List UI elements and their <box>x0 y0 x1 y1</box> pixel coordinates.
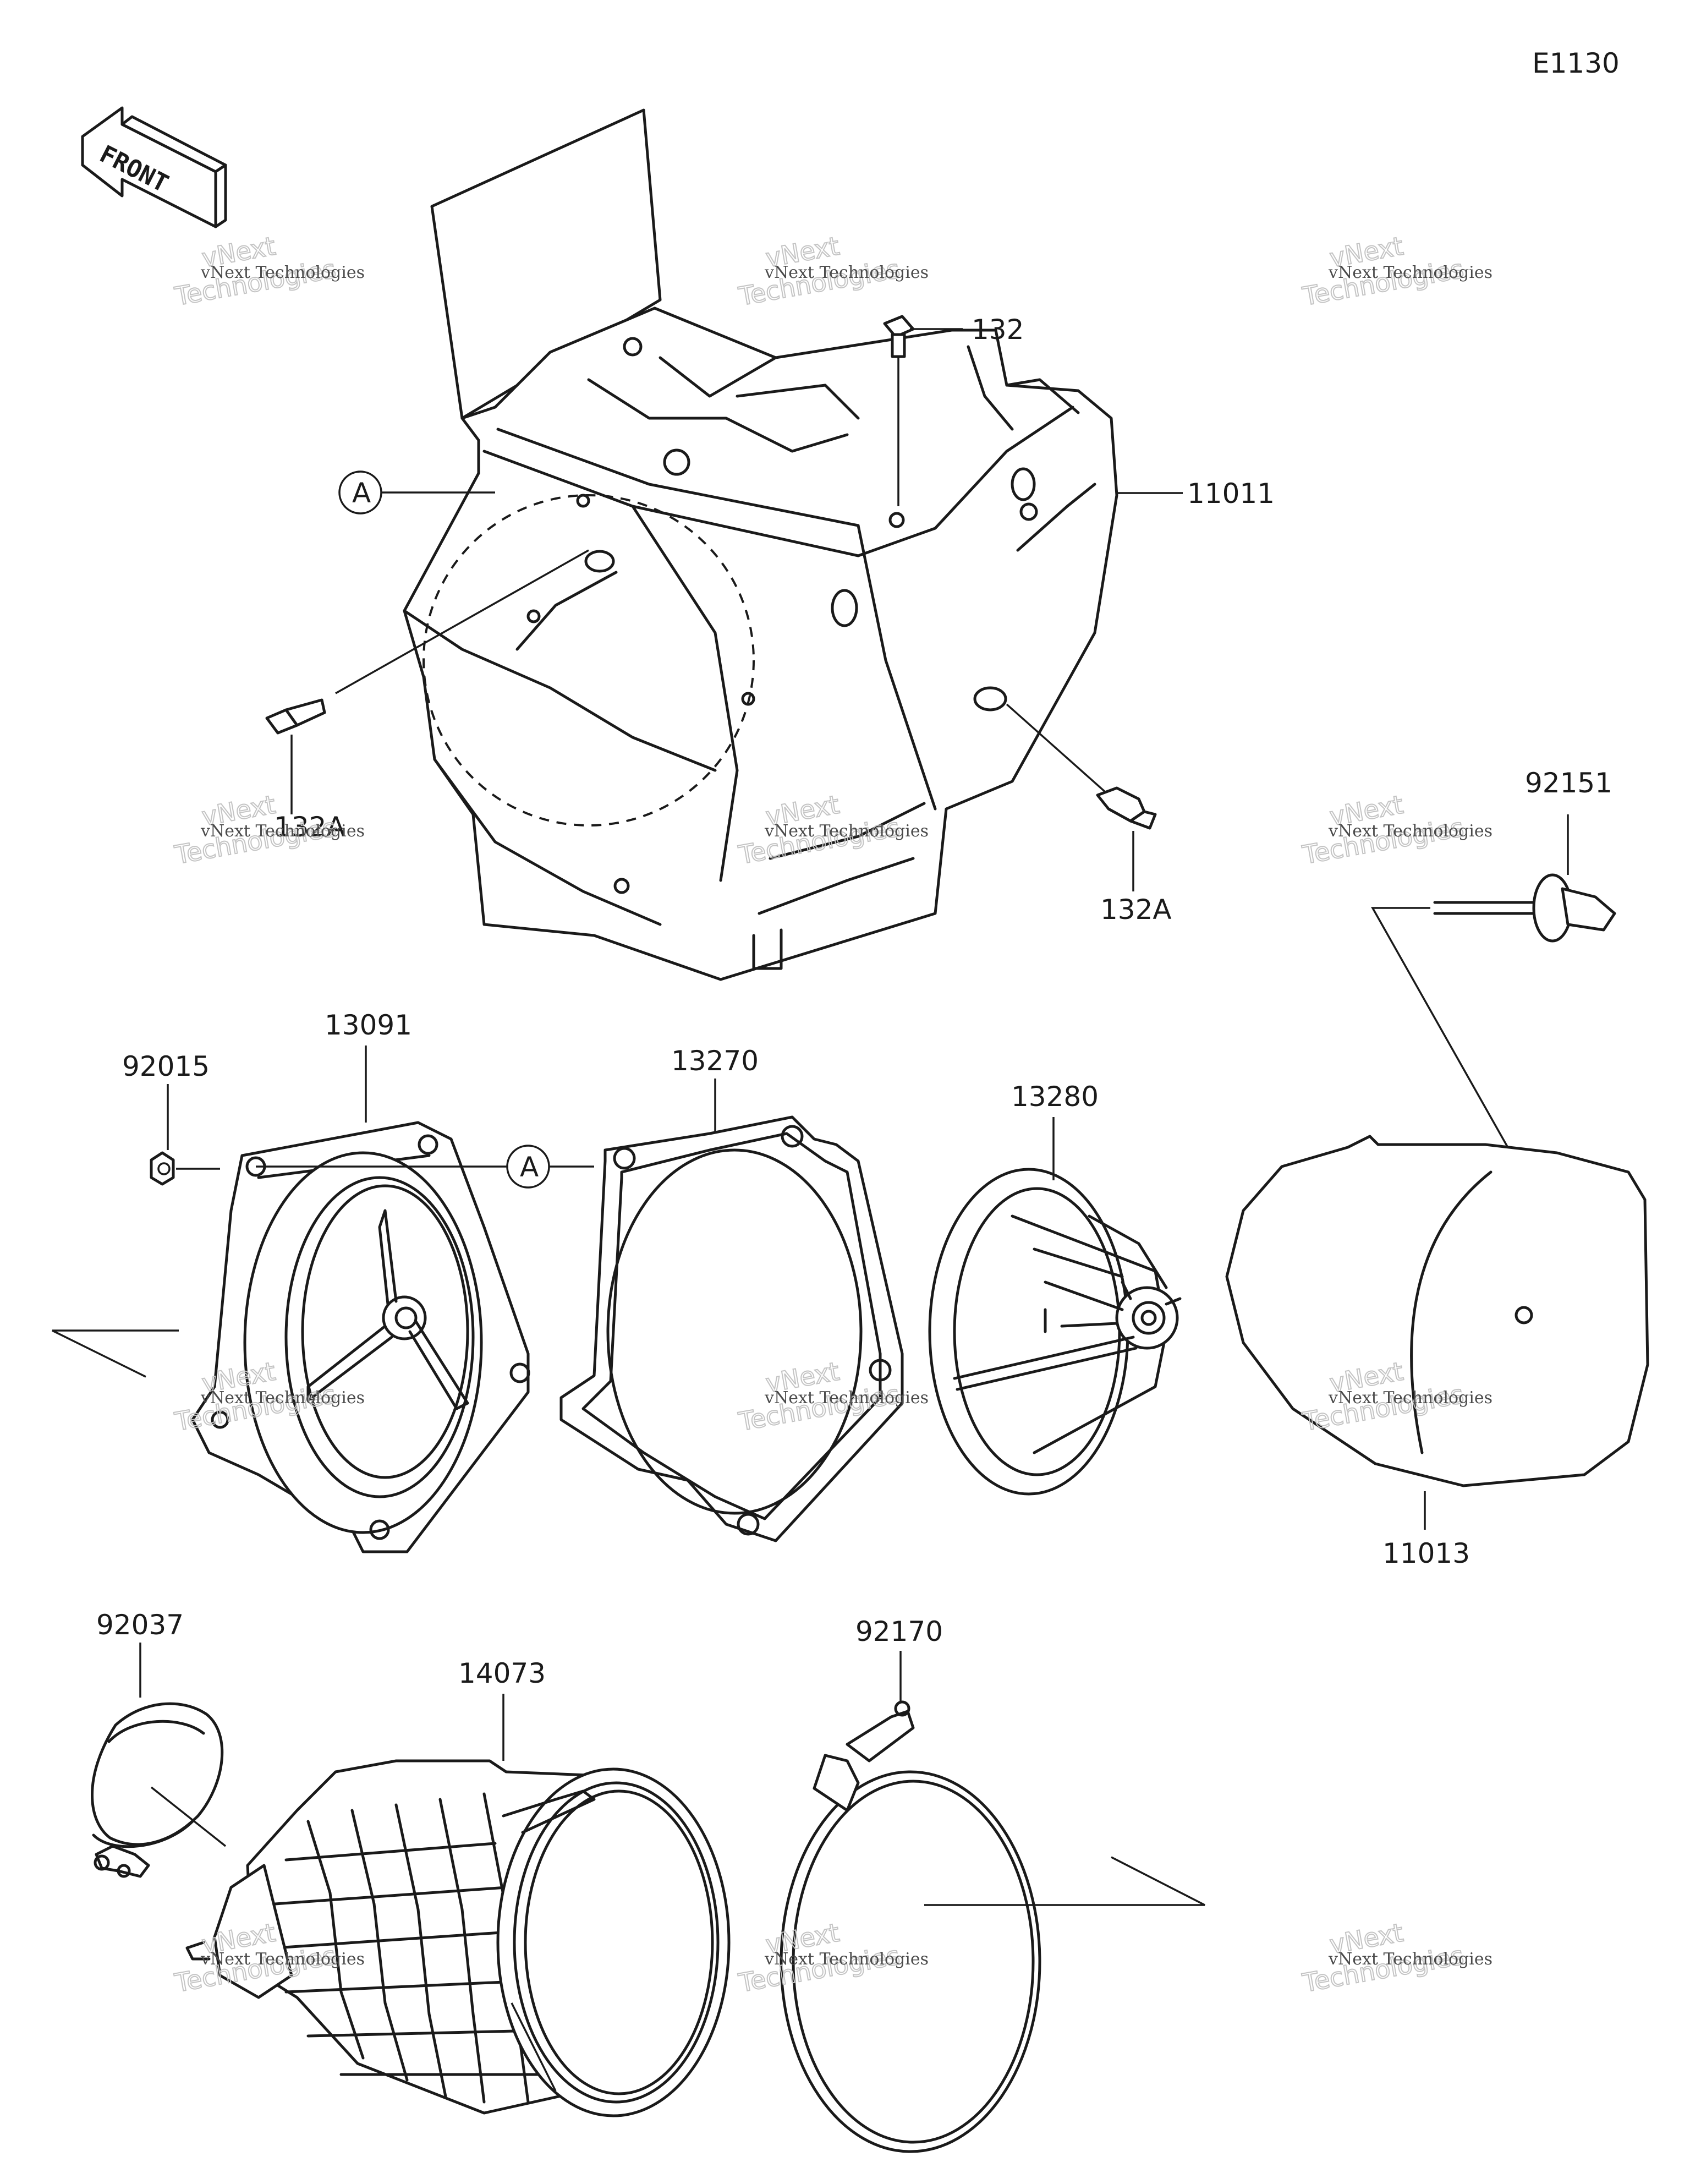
part-13091-label: 13091 <box>325 1009 412 1041</box>
part-13270-label: 13270 <box>671 1045 759 1077</box>
callout-a-middle-label: A <box>520 1151 539 1183</box>
clamp-92170 <box>780 1700 1041 2153</box>
svg-text:vNext Technologies: vNext Technologies <box>764 1950 929 1969</box>
watermarks: vNext Technologies vNext Technologies vN… <box>172 231 1493 1999</box>
bolt-132-icon <box>883 315 915 358</box>
part-11011-label: 11011 <box>1187 478 1275 510</box>
svg-text:vNext Technologies: vNext Technologies <box>1328 1950 1493 1969</box>
part-14073-label: 14073 <box>458 1657 546 1689</box>
filter-holder-13091 <box>191 1121 530 1553</box>
part-132a-right-label: 132A <box>1100 894 1172 926</box>
part-132a-left-label: 132A <box>274 811 345 843</box>
part-13280-label: 13280 <box>1011 1081 1099 1113</box>
svg-text:vNext Technologies: vNext Technologies <box>1328 1388 1493 1408</box>
air-duct-14073 <box>185 1759 731 2117</box>
air-cleaner-case <box>403 108 1118 981</box>
filter-element-11013 <box>1225 1135 1649 1487</box>
svg-text:vNext Technologies: vNext Technologies <box>1328 822 1493 841</box>
svg-text:vNext Technologies: vNext Technologies <box>764 822 929 841</box>
svg-text:vNext Technologies: vNext Technologies <box>200 1950 365 1969</box>
part-92151-label: 92151 <box>1525 767 1612 799</box>
svg-text:vNext Technologies: vNext Technologies <box>200 822 365 841</box>
part-11013-label: 11013 <box>1382 1537 1470 1569</box>
part-92037-label: 92037 <box>96 1609 184 1641</box>
part-132-label: 132 <box>972 314 1024 346</box>
bolt-132a-right-icon <box>1096 786 1157 830</box>
diagram-code: E1130 <box>1532 47 1620 79</box>
svg-text:vNext Technologies: vNext Technologies <box>200 263 365 282</box>
callout-a-top <box>338 470 382 514</box>
wing-bolt-92151-icon <box>1433 873 1616 943</box>
bolt-132a-left-icon <box>265 698 326 735</box>
nut-92015-icon <box>150 1151 175 1186</box>
svg-text:vNext Technologies: vNext Technologies <box>200 1388 365 1408</box>
front-arrow-icon: FRONT <box>81 106 227 228</box>
svg-text:vNext Technologies: vNext Technologies <box>764 1388 929 1408</box>
part-92170-label: 92170 <box>855 1616 943 1647</box>
svg-text:vNext Technologies: vNext Technologies <box>1328 263 1493 282</box>
part-92015-label: 92015 <box>122 1050 210 1082</box>
filter-cage-13280 <box>928 1168 1182 1496</box>
callout-a-top-label: A <box>352 477 371 509</box>
gasket-13270 <box>559 1115 904 1542</box>
svg-text:vNext Technologies: vNext Technologies <box>764 263 929 282</box>
clamp-92037 <box>91 1702 224 1878</box>
